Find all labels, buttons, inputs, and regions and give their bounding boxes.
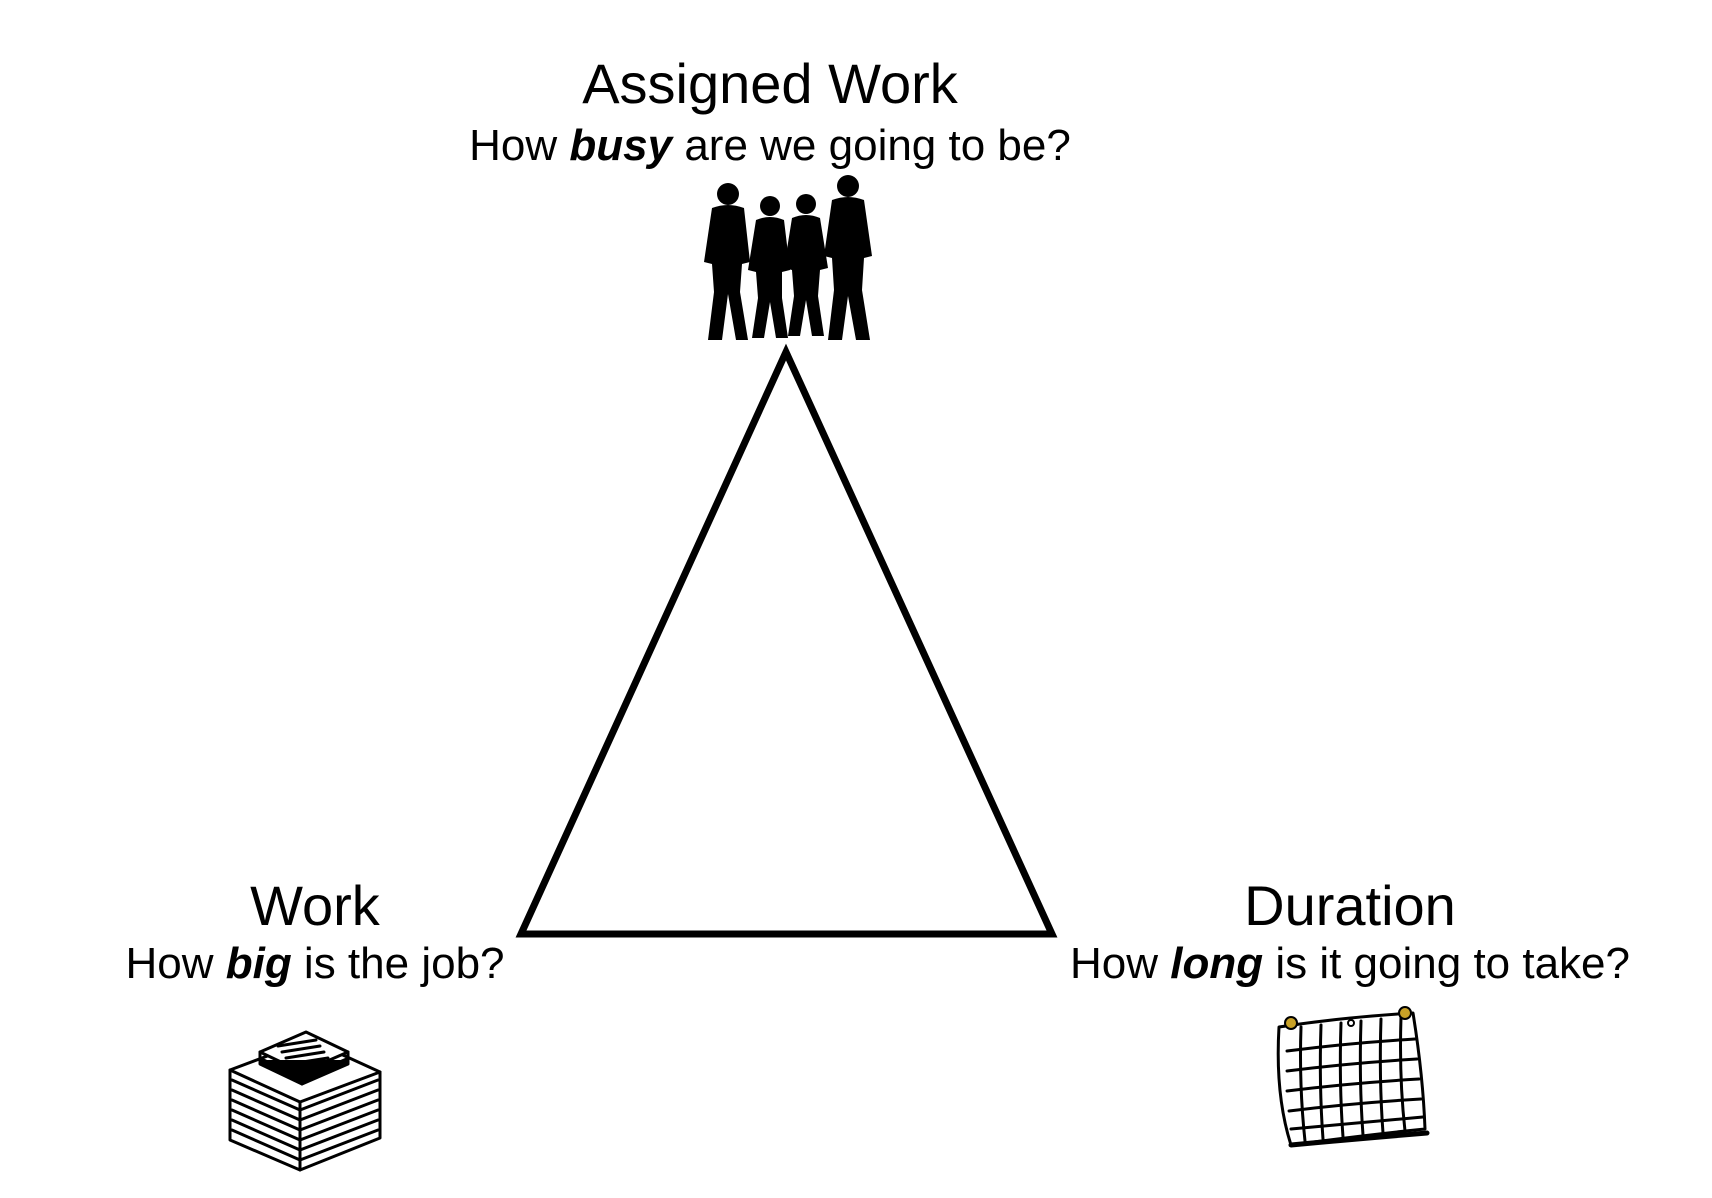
question-suffix: is it going to take?: [1263, 939, 1630, 988]
calendar-icon: [1276, 1006, 1430, 1148]
duration-question: How long is it going to take?: [1020, 942, 1680, 986]
question-emphasis: long: [1170, 939, 1264, 988]
question-emphasis: big: [225, 939, 292, 988]
assigned-work-label: Assigned Work How busy are we going to b…: [430, 56, 1110, 168]
paper-stack-icon: [228, 1030, 382, 1172]
question-prefix: How: [469, 121, 570, 170]
people-silhouette-icon: [704, 175, 872, 340]
triangle-outline: [515, 343, 1058, 938]
assigned-work-title: Assigned Work: [582, 52, 958, 115]
question-emphasis: busy: [569, 121, 673, 170]
work-title: Work: [250, 874, 380, 937]
question-suffix: is the job?: [291, 939, 505, 988]
question-suffix: are we going to be?: [672, 121, 1071, 170]
duration-label: Duration How long is it going to take?: [1020, 878, 1680, 986]
work-question: How big is the job?: [70, 942, 560, 986]
assigned-work-question: How busy are we going to be?: [430, 124, 1110, 168]
duration-title: Duration: [1244, 874, 1456, 937]
question-prefix: How: [1070, 939, 1171, 988]
work-label: Work How big is the job?: [70, 878, 560, 986]
question-prefix: How: [125, 939, 226, 988]
